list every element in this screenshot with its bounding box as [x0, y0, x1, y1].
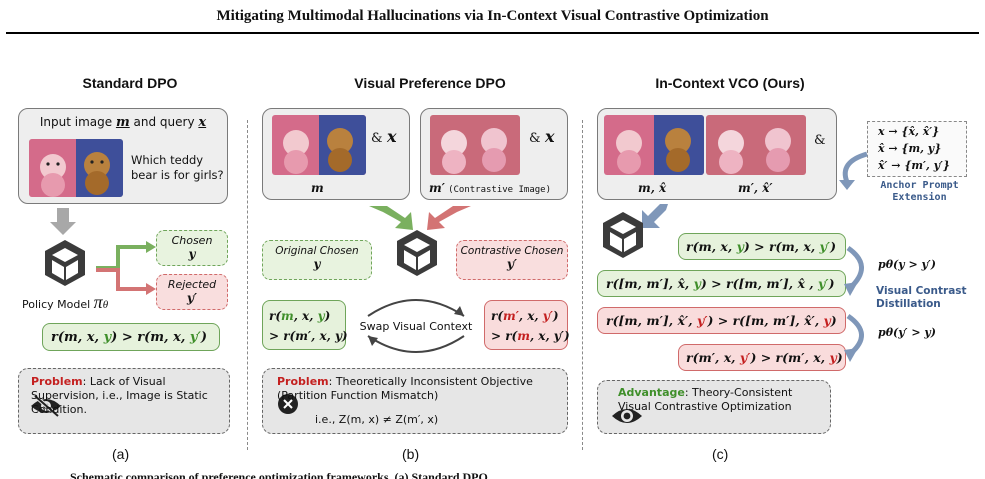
panel-a-equation: r(m, x, y) > r(m, x, y′): [51, 330, 208, 345]
teddy-bear-image-m: [272, 115, 366, 175]
panel-c-eq4: r(m′, x, y′) > r(m′, x, y): [686, 350, 843, 365]
converge-arrows: [369, 206, 471, 230]
var-x: x: [198, 115, 207, 130]
chosen-box: Chosen y: [156, 230, 228, 266]
input-line: Input image m and query x: [39, 115, 207, 130]
right-eq-line1: r(m′, x, y′): [491, 309, 559, 323]
distill-label: Visual Contrast Distillation: [876, 285, 967, 310]
label-m-xhat: m, x̂: [638, 181, 667, 195]
panel-b-title: Visual Preference DPO: [354, 75, 506, 91]
panel-b-problem-text: Problem: Theoretically Inconsistent Obje…: [277, 375, 533, 402]
teddy-bear-image-m-prime: [430, 115, 520, 175]
left-eq-line2: > r(m′, x, y): [269, 329, 348, 343]
var-x-b2: x: [545, 127, 555, 146]
panel-a-title: Standard DPO: [82, 75, 178, 91]
model-icon-c: [603, 212, 643, 258]
panel-c-image-box: & m, x̂ m′, x̂′: [597, 108, 837, 200]
separator-a-b: [247, 120, 248, 450]
panel-b-problem-box: Problem: Theoretically Inconsistent Obje…: [262, 368, 568, 434]
panel-b-image-box-m: & x m: [262, 108, 410, 200]
anchor-prompt-box: x → {x̂, x̂′} x̂ → {m, y} x̂′ → {m′, y′}: [867, 121, 967, 177]
panel-c-eq2: r([m, m′], x̂, y) > r([m, m′], x̂ , y′): [606, 276, 835, 291]
panel-c-eq1: r(m, x, y) > r(m, x, y′): [686, 239, 837, 254]
p-bottom-label: pθ(y′ > y): [878, 326, 936, 339]
var-m: m: [115, 115, 130, 130]
paper-title: Mitigating Multimodal Hallucinations via…: [216, 8, 769, 24]
query-text: Which teddy bear is for girls?: [131, 153, 224, 182]
panel-a-problem-box: Problem: Lack of Visual Supervision, i.e…: [18, 368, 230, 434]
caption-c: (c): [712, 446, 729, 462]
panel-b-problem-eq: i.e., Z(m, x) ≠ Z(m′, x): [315, 413, 439, 426]
panel-c-eq4-box: r(m′, x, y′) > r(m′, x, y): [678, 344, 846, 371]
amp-symbol-2: &: [529, 131, 541, 146]
swap-label: Swap Visual Context: [359, 320, 473, 333]
eye-icon: [612, 409, 642, 423]
panel-c-eq1-box: r(m, x, y) > r(m, x, y′): [678, 233, 846, 260]
teddy-image-c2: [706, 115, 806, 175]
figure-caption: Schematic comparison of preference optim…: [70, 470, 497, 479]
distill-arrows: [844, 245, 864, 362]
p-top-label: pθ(y > y′): [878, 258, 936, 271]
model-icon-b: [397, 230, 437, 276]
teddy-image-c1: [604, 115, 704, 175]
amp-symbol: &: [371, 131, 383, 146]
policy-model-label: Policy Model πθ: [22, 292, 109, 312]
eye-slash-icon: [31, 395, 61, 417]
rejected-box: Rejected y′: [156, 274, 228, 310]
panel-c-eq3-box: r([m, m′], x̂′, y′) > r([m, m′], x̂′, y): [597, 307, 846, 334]
teddy-bear-image: [29, 139, 123, 197]
panel-b-image-box-m-prime: & x m′ (Contrastive Image): [420, 108, 568, 200]
label-m: m: [311, 181, 324, 195]
swap-cycle-arrows: [367, 299, 465, 353]
panel-b-left-eq-box: r(m, x, y) > r(m′, x, y): [262, 300, 348, 350]
advantage-text: Advantage: Theory-Consistent Visual Cont…: [618, 386, 793, 413]
panel-a-problem-text: Problem: Lack of Visual Supervision, i.e…: [31, 375, 208, 416]
amp-symbol-c: &: [814, 133, 826, 148]
down-arrow-icon: [50, 208, 76, 235]
right-eq-line2: > r(m, x, y′): [491, 329, 570, 343]
panel-a-input-box: Input image m and query x Which teddy be…: [18, 108, 228, 204]
separator-b-c: [582, 120, 583, 450]
contrastive-chosen-box: Contrastive Chosen y′: [456, 240, 568, 280]
error-x-icon: [278, 394, 298, 414]
panel-c-eq3: r([m, m′], x̂′, y′) > r([m, m′], x̂′, y): [606, 313, 837, 328]
title-rule: [6, 32, 979, 34]
label-mprime-xhatprime: m′, x̂′: [738, 181, 773, 195]
panel-c-eq2-box: r([m, m′], x̂, y) > r([m, m′], x̂ , y′): [597, 270, 846, 297]
var-x-b1: x: [387, 127, 397, 146]
caption-b: (b): [402, 446, 420, 462]
policy-model-icon: [45, 240, 85, 286]
panel-b-right-eq-box: r(m′, x, y′) > r(m, x, y′): [484, 300, 570, 350]
anchor-curve-arrow: [839, 151, 868, 190]
left-eq-line1: r(m, x, y): [269, 309, 331, 323]
original-chosen-box: Original Chosen y: [262, 240, 372, 280]
panel-a-equation-box: r(m, x, y) > r(m, x, y′): [42, 323, 220, 351]
panel-c-title: In-Context VCO (Ours): [655, 75, 805, 91]
anchor-prompt-label: Anchor Prompt Extension: [880, 180, 959, 203]
branch-arrows: [96, 241, 156, 295]
label-m-prime: m′ (Contrastive Image): [429, 181, 552, 195]
caption-a: (a): [112, 446, 130, 462]
model-input-arrow: [642, 204, 668, 228]
panel-c-advantage-box: Advantage: Theory-Consistent Visual Cont…: [597, 380, 831, 434]
